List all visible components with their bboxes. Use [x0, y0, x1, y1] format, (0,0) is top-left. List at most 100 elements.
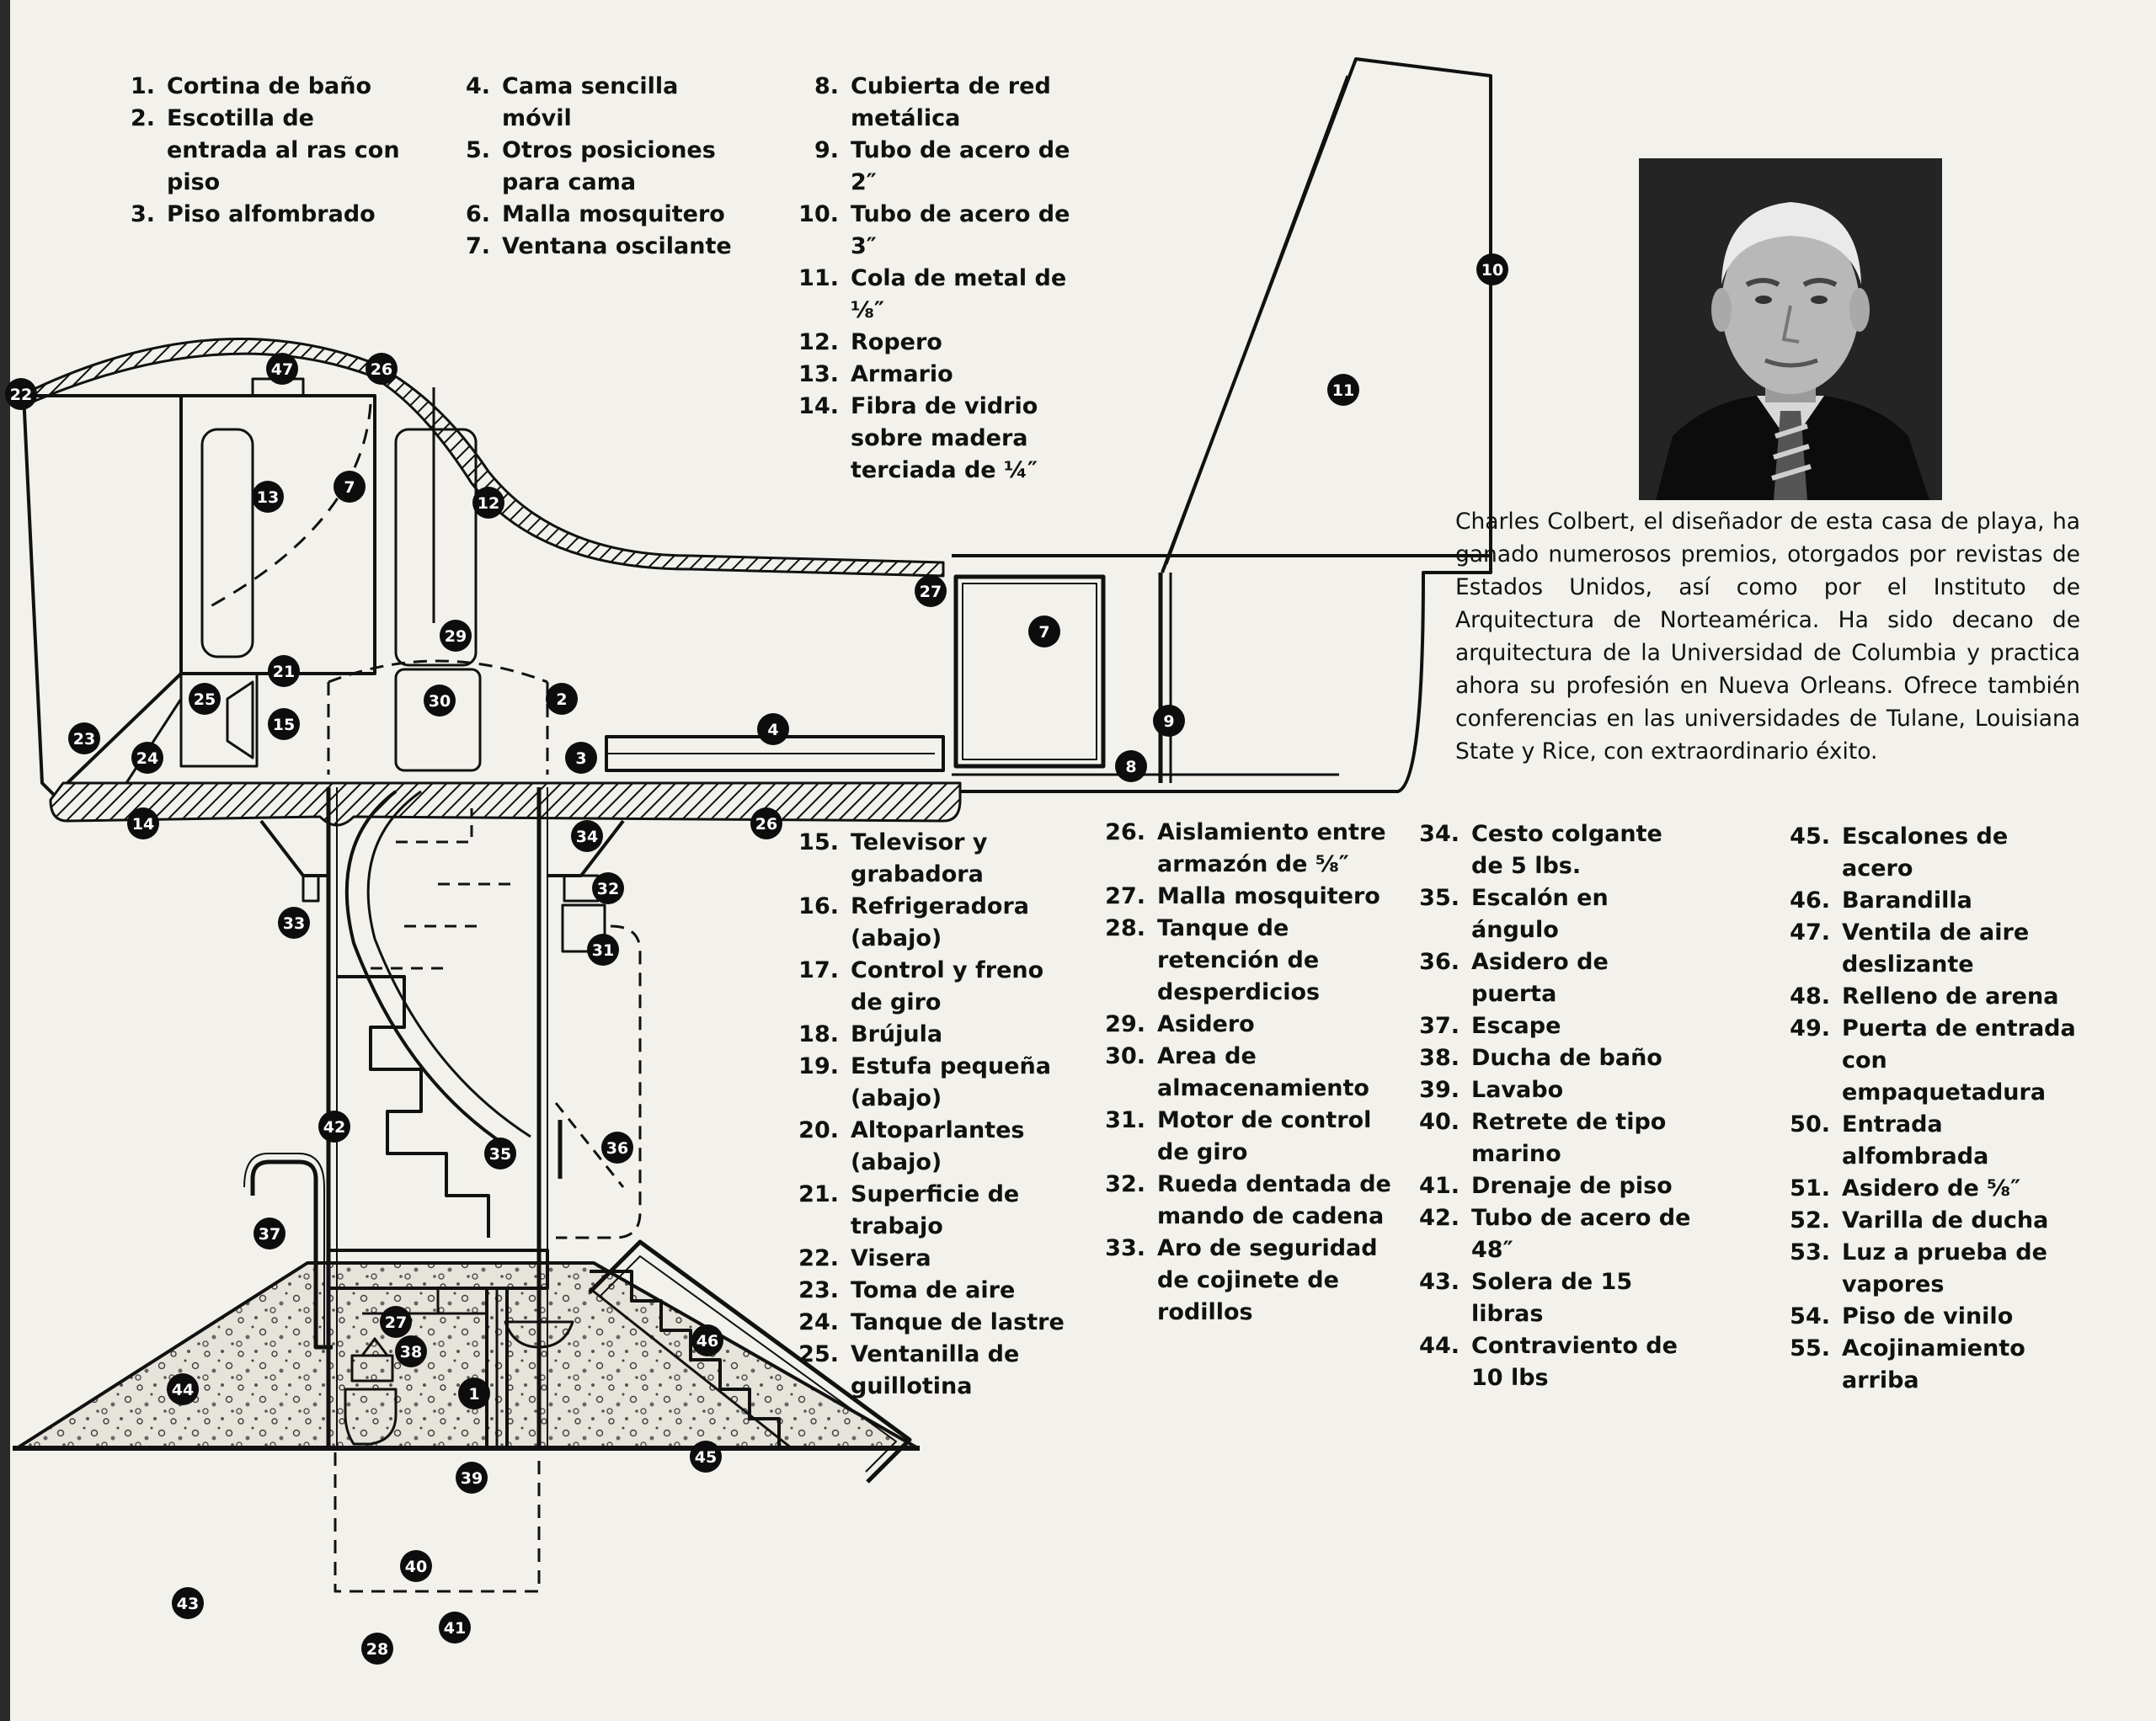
callout-marker: 37	[253, 1217, 286, 1249]
callout-marker: 22	[5, 378, 37, 410]
legend-number: 16.	[798, 893, 839, 919]
callout-marker: 27	[380, 1306, 412, 1338]
callout-number: 27	[385, 1313, 407, 1332]
legend-text: Fibra de vidrio sobre madera terciada de…	[851, 393, 1038, 483]
legend-number: 17.	[798, 957, 839, 983]
legend-text: Superficie de trabajo	[851, 1181, 1020, 1239]
callout-number: 23	[73, 730, 95, 749]
callout-marker: 32	[592, 872, 624, 904]
callout-dot	[440, 620, 472, 652]
legend-number: 11.	[798, 265, 839, 291]
callout-marker: 4	[757, 713, 789, 745]
legend-text: Escotilla de entrada al ras con piso	[167, 105, 400, 195]
legend-text: Escape	[1471, 1013, 1561, 1039]
callout-dot	[587, 934, 619, 966]
legend-item: 22.Visera	[798, 1243, 1076, 1275]
legend-number: 19.	[798, 1053, 839, 1079]
legend-number: 18.	[798, 1021, 839, 1047]
legend-text: Acojinamiento arriba	[1842, 1335, 2025, 1393]
callout-number: 12	[478, 494, 499, 513]
legend-number: 47.	[1790, 919, 1830, 946]
callout-dot	[472, 487, 504, 519]
callout-dot	[1153, 705, 1185, 737]
legend-number: 41.	[1419, 1173, 1460, 1199]
callout-dot	[565, 742, 597, 774]
legend-item: 30.Area de almacenamiento	[1105, 1041, 1404, 1105]
legend-item: 18.Brújula	[798, 1019, 1076, 1051]
legend-text: Aislamiento entre armazón de ⅝″	[1157, 819, 1386, 877]
legend-item: 53.Luz a prueba de vapores	[1790, 1237, 2080, 1301]
legend-text: Cubierta de red metálica	[851, 73, 1051, 131]
legend-item: 54.Piso de vinilo	[1790, 1301, 2080, 1333]
callout-marker: 40	[400, 1550, 432, 1582]
callout-dot	[458, 1377, 490, 1409]
callout-dot	[366, 353, 398, 385]
legend-text: Piso de vinilo	[1842, 1303, 2014, 1329]
legend-text: Toma de aire	[851, 1277, 1016, 1303]
legend-text: Tubo de acero de 2″	[851, 137, 1070, 195]
callout-dot	[1028, 615, 1060, 647]
legend-item: 34.Cesto colgante de 5 lbs.	[1419, 818, 1701, 882]
callout-marker: 9	[1153, 705, 1185, 737]
callout-number: 7	[1038, 623, 1049, 642]
callout-number: 8	[1125, 758, 1136, 776]
callout-marker: 21	[268, 655, 300, 687]
legend-number: 10.	[798, 201, 839, 227]
legend-text: Luz a prueba de vapores	[1842, 1239, 2047, 1297]
callout-dot	[334, 471, 366, 503]
legend-text: Tanque de retención de desperdicios	[1157, 915, 1321, 1005]
legend-item: 1.Cortina de baño	[126, 71, 421, 103]
callout-dot	[484, 1138, 516, 1170]
callout-number: 38	[400, 1343, 422, 1361]
legend-number: 31.	[1105, 1107, 1145, 1133]
legend-item: 4.Cama sencilla móvil	[462, 71, 748, 135]
callout-marker: 23	[68, 722, 100, 754]
designer-portrait-photo	[1639, 158, 1942, 500]
callout-dot	[601, 1132, 633, 1164]
callout-number: 22	[10, 386, 32, 404]
callout-number: 3	[575, 749, 586, 768]
legend-item: 9.Tubo de acero de 2″	[798, 135, 1076, 199]
legend-item: 8.Cubierta de red metálica	[798, 71, 1076, 135]
callout-marker: 26	[750, 807, 782, 839]
legend-item: 36.Asidero de puerta	[1419, 946, 1701, 1010]
legend-item: 51.Asidero de ⅝″	[1790, 1173, 2080, 1205]
callout-number: 2	[556, 690, 567, 709]
callout-marker: 10	[1476, 253, 1508, 285]
callout-dot	[546, 683, 578, 715]
callout-dot	[252, 481, 284, 513]
legend-number: 45.	[1790, 823, 1830, 850]
legend-item: 10.Tubo de acero de 3″	[798, 199, 1076, 263]
legend-number: 51.	[1790, 1175, 1830, 1202]
legend-item: 33.Aro de seguridad de cojinete de rodil…	[1105, 1233, 1404, 1329]
legend-item: 50.Entrada alfombrada	[1790, 1109, 2080, 1173]
legend-item: 40.Retrete de tipo marino	[1419, 1106, 1701, 1170]
callout-number: 37	[259, 1225, 280, 1244]
callout-marker: 34	[571, 820, 603, 852]
legend-text: Altoparlantes (abajo)	[851, 1117, 1025, 1175]
legend-number: 2.	[130, 105, 155, 131]
legend-number: 48.	[1790, 983, 1830, 1010]
legend-item: 23.Toma de aire	[798, 1275, 1076, 1307]
legend-item: 44.Contraviento de 10 lbs	[1419, 1330, 1701, 1394]
callout-marker: 29	[440, 620, 472, 652]
callout-number: 47	[271, 360, 293, 379]
callout-marker: 44	[167, 1373, 199, 1405]
callout-dot	[268, 655, 300, 687]
callout-dot	[68, 722, 100, 754]
callout-marker: 15	[268, 708, 300, 740]
callout-marker: 14	[127, 807, 159, 839]
callout-dot	[757, 713, 789, 745]
callout-number: 33	[283, 914, 305, 933]
legend-number: 15.	[798, 829, 839, 855]
callout-marker: 8	[1115, 750, 1147, 782]
callout-number: 46	[696, 1332, 718, 1351]
callout-number: 10	[1481, 261, 1503, 280]
legend-item: 45.Escalones de acero	[1790, 821, 2080, 885]
legend-number: 52.	[1790, 1207, 1830, 1233]
legend-text: Rueda dentada de mando de cadena	[1157, 1171, 1391, 1229]
legend-text: Refrigeradora (abajo)	[851, 893, 1030, 951]
callout-dot	[318, 1111, 350, 1143]
